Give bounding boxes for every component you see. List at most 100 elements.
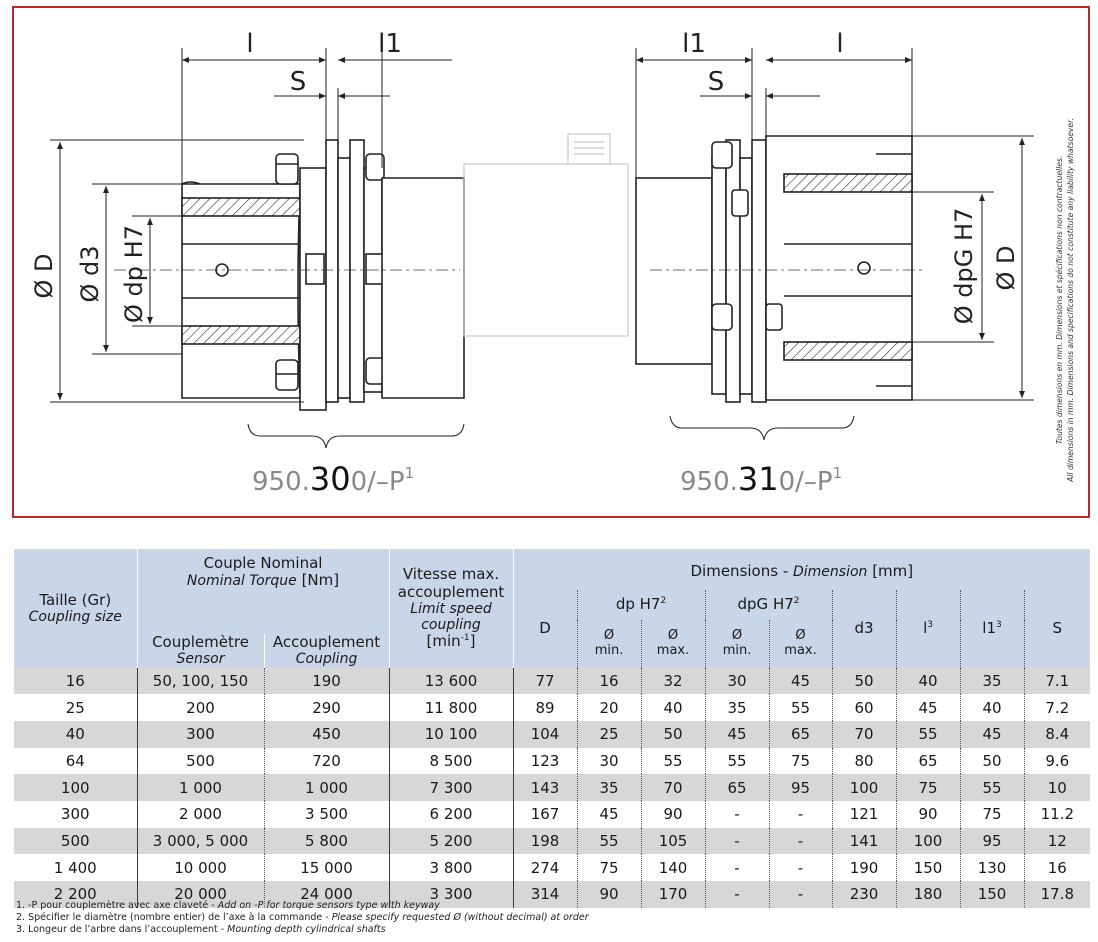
model-label-left: 950.300/–P1	[252, 460, 414, 498]
table-cell: 64	[14, 747, 138, 775]
table-cell: 55	[960, 774, 1025, 801]
table-cell: 190	[264, 667, 390, 695]
footnote-3: 3. Longeur de l’arbre dans l’accouplemen…	[16, 924, 386, 935]
table-cell: 25	[14, 694, 138, 721]
side-note-en: All dimensions in mm. Dimensions and spe…	[1066, 118, 1075, 483]
spec-table: Taille (Gr) Coupling size Couple Nominal…	[14, 549, 1091, 908]
header-D: D	[513, 589, 578, 668]
table-cell: 3 500	[264, 800, 390, 828]
dim-l-right: l	[836, 29, 843, 59]
dimension-labels: l l1 S Ø D Ø d3 Ø dp H7 l1 l S Ø dpG H7 …	[30, 29, 1020, 324]
header-S: S	[1024, 589, 1091, 668]
table-cell: 77	[513, 667, 578, 695]
table-cell: 45	[960, 720, 1025, 748]
table-cell: -	[769, 800, 833, 828]
table-cell: 65	[896, 747, 961, 775]
table-cell: 16	[577, 667, 642, 695]
table-cell: 5 200	[389, 827, 514, 855]
table-cell: 89	[513, 694, 578, 721]
dim-l1-left: l1	[378, 29, 402, 59]
table-cell: 314	[513, 881, 578, 908]
table-cell: 143	[513, 774, 578, 801]
header-l1: l13	[960, 589, 1025, 668]
table-cell: 60	[832, 694, 897, 721]
table-cell: 3 800	[389, 854, 514, 881]
table-cell: 65	[705, 774, 770, 801]
header-dimensions: Dimensions - Dimension [mm]	[513, 549, 1091, 590]
table-cell: 105	[641, 827, 706, 855]
table-cell: 40	[14, 720, 138, 748]
table-cell: 2 200	[14, 881, 138, 908]
dim-l-left: l	[246, 29, 253, 59]
dim-d-left: Ø D	[30, 254, 58, 299]
table-cell: 150	[960, 881, 1025, 908]
table-cell: 40	[641, 694, 706, 721]
header-d3: d3	[832, 589, 897, 668]
header-speed: Vitesse max. accouplement Limit speed co…	[389, 549, 514, 668]
header-size: Taille (Gr) Coupling size	[14, 549, 138, 668]
table-cell: 121	[832, 800, 897, 828]
table-cell: 75	[769, 747, 833, 775]
table-cell: 274	[513, 854, 578, 881]
table-cell: 90	[577, 881, 642, 908]
table-cell: 10 100	[389, 720, 514, 748]
table-cell: 300	[137, 720, 265, 748]
table-cell: 500	[14, 827, 138, 855]
table-cell: 300	[14, 800, 138, 828]
table-cell: 65	[769, 720, 833, 748]
table-cell: -	[769, 854, 833, 881]
footnote-2: 2. Spécifier le diamètre (nombre entier)…	[16, 912, 589, 923]
table-cell: 1 000	[137, 774, 265, 801]
table-cell: 10 000	[137, 854, 265, 881]
table-cell: 55	[705, 747, 770, 775]
table-cell: 130	[960, 854, 1025, 881]
table-cell: 55	[769, 694, 833, 721]
table-cell: 9.6	[1024, 747, 1091, 775]
table-cell: 11 800	[389, 694, 514, 721]
table-cell: 16	[14, 667, 138, 695]
table-cell: 70	[641, 774, 706, 801]
table-cell: 95	[960, 827, 1025, 855]
table-cell: -	[705, 854, 770, 881]
table-cell: 6 200	[389, 800, 514, 828]
table-cell: 7 300	[389, 774, 514, 801]
dim-d3-left: Ø d3	[76, 245, 104, 302]
table-cell: 8 500	[389, 747, 514, 775]
table-cell: 90	[641, 800, 706, 828]
dim-d-right: Ø D	[992, 246, 1020, 291]
table-cell: 30	[577, 747, 642, 775]
table-cell: 12	[1024, 827, 1091, 855]
table-cell: 95	[769, 774, 833, 801]
table-cell: -	[705, 800, 770, 828]
table-cell: 190	[832, 854, 897, 881]
table-cell: 50	[960, 747, 1025, 775]
header-torque: Couple Nominal Nominal Torque [Nm]	[137, 549, 390, 590]
table-cell: 16	[1024, 854, 1091, 881]
table-cell: 24 000	[264, 881, 390, 908]
drawing-panel: l l1 S Ø D Ø d3 Ø dp H7 l1 l S Ø dpG H7 …	[12, 6, 1090, 518]
table-cell: 45	[896, 694, 961, 721]
table-cell: 35	[705, 694, 770, 721]
table-cell: 90	[896, 800, 961, 828]
table-cell: 104	[513, 720, 578, 748]
table-cell: 75	[577, 854, 642, 881]
table-cell: 50	[832, 667, 897, 695]
table-cell: 3 300	[389, 881, 514, 908]
table-cell: 720	[264, 747, 390, 775]
table-cell: 40	[896, 667, 961, 695]
table-cell: 75	[896, 774, 961, 801]
header-dpg: dpG H72	[705, 589, 833, 620]
table-cell: 32	[641, 667, 706, 695]
table-cell: 50, 100, 150	[137, 667, 265, 695]
